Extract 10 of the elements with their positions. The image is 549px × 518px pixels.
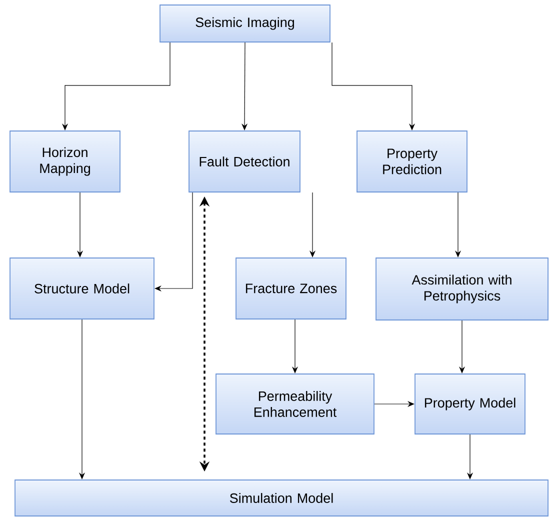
- process-box: Property Model: [414, 374, 526, 434]
- process-box: Horizon Mapping: [10, 130, 120, 192]
- process-box: Simulation Model: [14, 480, 548, 516]
- process-box: Structure Model: [10, 258, 154, 320]
- process-box: Property Prediction: [356, 130, 468, 192]
- process-box: Fault Detection: [188, 130, 300, 192]
- process-box: Seismic Imaging: [160, 4, 330, 42]
- process-box: Assimilation with Petrophysics: [376, 258, 548, 320]
- process-box: Permeability Enhancement: [216, 374, 374, 434]
- process-box: Fracture Zones: [236, 258, 346, 320]
